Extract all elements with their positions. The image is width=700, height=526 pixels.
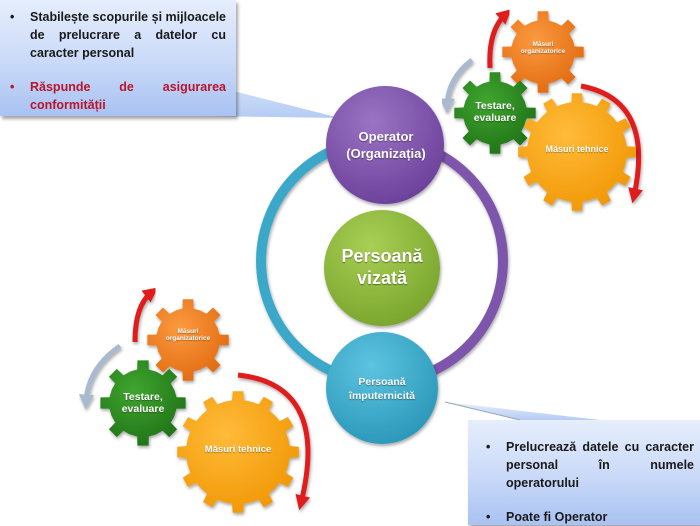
bl-red-large-arrow-icon: [237, 372, 311, 511]
bullet-icon: •: [486, 440, 491, 454]
operator-label: Operator (Organizația): [346, 129, 426, 161]
tr-organizational-gear-icon: [502, 11, 584, 93]
operator-callout-item: • Stabilește scopurile și mijloacele de …: [10, 10, 226, 60]
tr-red-large-arrow-icon: [580, 83, 643, 204]
tr-organizational-label: Măsuri organizatorice: [520, 41, 566, 56]
tr-gray-arrow-icon: [439, 58, 474, 114]
bullet-icon: •: [10, 10, 15, 24]
processor-callout-item: • Poate fi Operator: [486, 510, 608, 524]
processor-callout-pointer-edge: [444, 401, 521, 421]
tr-testing-label: Testare, evaluare: [473, 100, 517, 125]
bl-red-small-arrow-icon: [132, 287, 158, 343]
tr-testing-gear-icon: [454, 72, 536, 154]
data-subject-node[interactable]: [324, 210, 440, 326]
operator-callout-item: • Răspunde de asigurarea conformității: [10, 80, 226, 112]
processor-node[interactable]: [326, 332, 438, 444]
bullet-icon: •: [10, 80, 15, 94]
data-subject-label: Persoană vizată: [341, 246, 423, 288]
bl-testing-label: Testare, evaluare: [121, 391, 165, 416]
tr-technical-label: Măsuri tehnice: [545, 144, 609, 154]
bullet-icon: •: [486, 510, 491, 524]
processor-label: Persoană împuternicită: [349, 376, 415, 402]
tr-red-small-arrow-icon: [487, 9, 512, 69]
operator-callout: • Stabilește scopurile și mijloacele de …: [0, 0, 236, 116]
tr-technical-gear-icon: [518, 93, 636, 211]
processor-callout-pointer: [445, 402, 600, 420]
bl-gray-arrow-icon: [78, 343, 122, 410]
bl-testing-gear-icon: [100, 360, 186, 446]
processor-callout-item: • Prelucrează datele cu caracter persona…: [486, 440, 694, 490]
processor-callout: • Prelucrează datele cu caracter persona…: [468, 420, 700, 525]
operator-node[interactable]: [326, 86, 444, 204]
bl-organizational-gear-icon: [147, 299, 229, 381]
bl-technical-gear-icon: [177, 391, 299, 513]
bl-technical-label: Măsuri tehnice: [204, 444, 272, 455]
bl-organizational-label: Măsuri organizatorice: [165, 328, 211, 343]
